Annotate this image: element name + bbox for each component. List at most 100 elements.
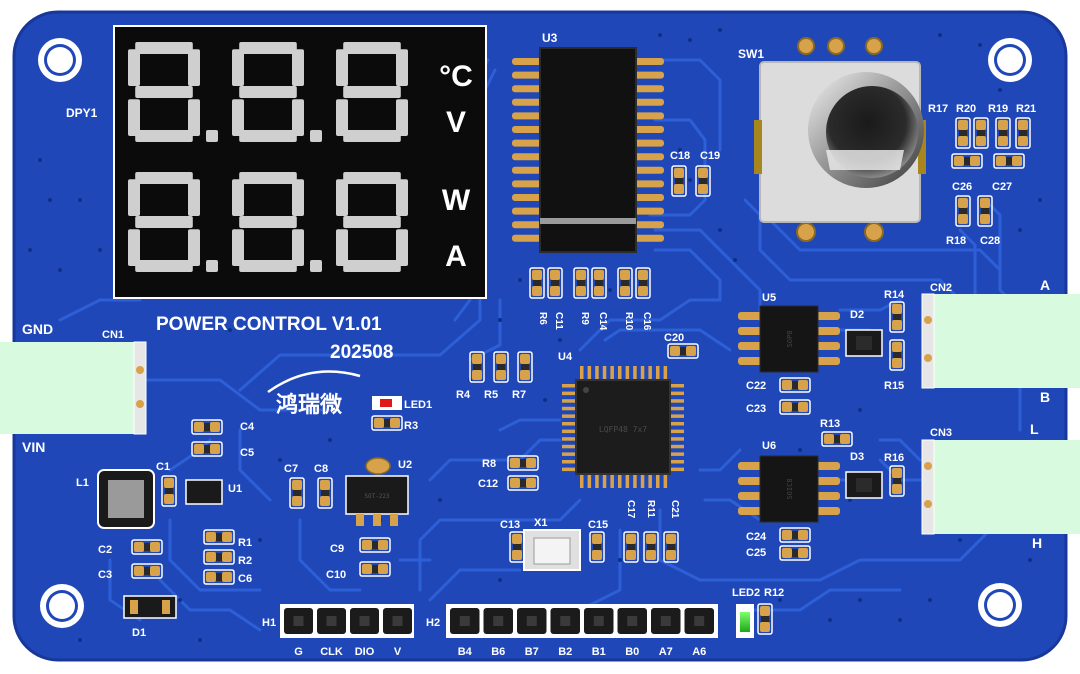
h2-pin-b1[interactable]: B1 bbox=[584, 608, 614, 658]
capacitor-c15 bbox=[589, 531, 605, 563]
h2-pin-b2[interactable]: B2 bbox=[550, 608, 581, 658]
mounting-hole-bottom-right bbox=[978, 583, 1022, 627]
resistor-r6 bbox=[529, 267, 545, 299]
u3-pad bbox=[632, 139, 664, 147]
resistor-r16 bbox=[889, 465, 905, 497]
connector-cn1[interactable]: GND VIN CN1 bbox=[0, 321, 147, 455]
resistor-r11 bbox=[643, 531, 659, 563]
designator-c11: C11 bbox=[553, 312, 564, 330]
power-section: L1 U1 C1 C4 C5 C2 C3 R1 R2 C6 D1 C7 C8 S… bbox=[76, 396, 432, 639]
sw1-pin-3 bbox=[865, 37, 883, 55]
designator-cn2: CN2 bbox=[930, 282, 952, 294]
sw1-clip-right bbox=[918, 120, 926, 174]
u3-pad bbox=[632, 153, 664, 161]
capacitor-c5 bbox=[191, 441, 223, 457]
capacitor-c14 bbox=[591, 267, 607, 299]
designator-led1: LED1 bbox=[404, 399, 432, 411]
capacitor-c2 bbox=[131, 539, 163, 555]
digit-top-1 bbox=[128, 42, 218, 142]
h2-pin-b0[interactable]: B0 bbox=[617, 608, 648, 658]
designator-r19: R19 bbox=[988, 103, 1008, 115]
h1-pin-v[interactable]: V bbox=[383, 608, 412, 658]
designator-c22: C22 bbox=[746, 380, 766, 392]
designator-r9: R9 bbox=[579, 312, 590, 325]
sw1-clip-left bbox=[754, 120, 762, 174]
designator-c12: C12 bbox=[478, 478, 498, 490]
digit-top-3 bbox=[336, 42, 408, 142]
led2-lens bbox=[740, 612, 750, 632]
resistor-r20 bbox=[973, 117, 989, 149]
designator-cn3: CN3 bbox=[930, 427, 952, 439]
passives-r4-r5-r7: R4 R5 R7 bbox=[456, 389, 526, 401]
brand-logo: 鸿瑞微 bbox=[276, 392, 342, 417]
h2-pin-a6[interactable]: A6 bbox=[684, 608, 715, 658]
h2-pin-b4[interactable]: B4 bbox=[450, 608, 480, 658]
designator-r16: R16 bbox=[884, 452, 904, 464]
designator-c4: C4 bbox=[240, 421, 255, 433]
designator-c2: C2 bbox=[98, 544, 112, 556]
u3-pad bbox=[632, 85, 664, 93]
cn1-gnd-label: GND bbox=[22, 321, 53, 337]
designator-h1: H1 bbox=[262, 617, 276, 629]
u3-pad bbox=[512, 98, 544, 106]
passives-r8-c12: R8 C12 bbox=[478, 458, 498, 490]
designator-c27: C27 bbox=[992, 181, 1012, 193]
cn3-edge bbox=[921, 439, 935, 535]
cn1-edge bbox=[133, 341, 147, 435]
designator-r15: R15 bbox=[884, 380, 904, 392]
h2-pin-a7[interactable]: A7 bbox=[651, 608, 681, 658]
u3-pad bbox=[512, 221, 544, 229]
u3-pad bbox=[512, 58, 544, 65]
h2-pin-label: B6 bbox=[491, 646, 505, 658]
u3-pad bbox=[512, 112, 544, 120]
connector-cn2[interactable]: A B CN2 bbox=[921, 277, 1080, 405]
designator-u2: U2 bbox=[398, 459, 412, 471]
mcu-u4: LQFP48 7x7 U4 bbox=[558, 351, 684, 488]
h1-pin-label: G bbox=[294, 646, 303, 658]
h2-pin-b6[interactable]: B6 bbox=[483, 608, 514, 658]
designator-c9: C9 bbox=[330, 543, 344, 555]
h2-pin-label: A6 bbox=[692, 646, 706, 658]
regulator-u1 bbox=[185, 479, 223, 505]
unit-amp-label: A bbox=[445, 240, 467, 273]
resistor-r14 bbox=[889, 301, 905, 333]
pin-header-h1[interactable]: G CLK DIO V H1 bbox=[262, 604, 414, 658]
designator-c8: C8 bbox=[314, 463, 328, 475]
capacitor-c27 bbox=[993, 153, 1025, 169]
h1-pin-dio[interactable]: DIO bbox=[350, 608, 379, 658]
h1-pin-g[interactable]: G bbox=[284, 608, 313, 658]
resistor-r19 bbox=[995, 117, 1011, 149]
h1-pin-label: DIO bbox=[355, 646, 375, 658]
mounting-hole-bottom-left bbox=[40, 584, 84, 628]
resistor-r5 bbox=[493, 351, 509, 383]
designator-u4: U4 bbox=[558, 351, 573, 363]
connector-cn3[interactable]: L H CN3 bbox=[921, 421, 1080, 551]
u2-marking: SOT-223 bbox=[364, 493, 390, 500]
cn3-l-label: L bbox=[1030, 421, 1039, 437]
h1-pin-label: CLK bbox=[320, 646, 343, 658]
diode-d3: D3 bbox=[845, 451, 883, 499]
sw1-mount-pin-left bbox=[796, 222, 816, 242]
designator-r5: R5 bbox=[484, 389, 498, 401]
designator-c23: C23 bbox=[746, 403, 766, 415]
rotary-encoder-sw1[interactable]: SW1 bbox=[738, 37, 926, 242]
u3-pad bbox=[632, 221, 664, 229]
u3-pad bbox=[512, 71, 544, 79]
resistor-r15 bbox=[889, 339, 905, 371]
designator-d3: D3 bbox=[850, 451, 864, 463]
u3-pad bbox=[512, 194, 544, 201]
cn3-terminal-block bbox=[934, 440, 1080, 534]
h1-pin-clk[interactable]: CLK bbox=[317, 608, 346, 658]
resistor-r10 bbox=[617, 267, 633, 299]
designator-r21: R21 bbox=[1016, 103, 1036, 115]
designator-dpy1: DPY1 bbox=[66, 106, 98, 120]
passives-c18-c19: C18 C19 bbox=[670, 150, 720, 162]
h2-pin-b7[interactable]: B7 bbox=[517, 608, 547, 658]
designator-c16: C16 bbox=[641, 312, 652, 331]
h2-pin-label: B7 bbox=[525, 646, 539, 658]
h2-pin-label: B0 bbox=[625, 646, 639, 658]
designator-r20: R20 bbox=[956, 103, 976, 115]
diode-d2: D2 bbox=[845, 309, 883, 357]
